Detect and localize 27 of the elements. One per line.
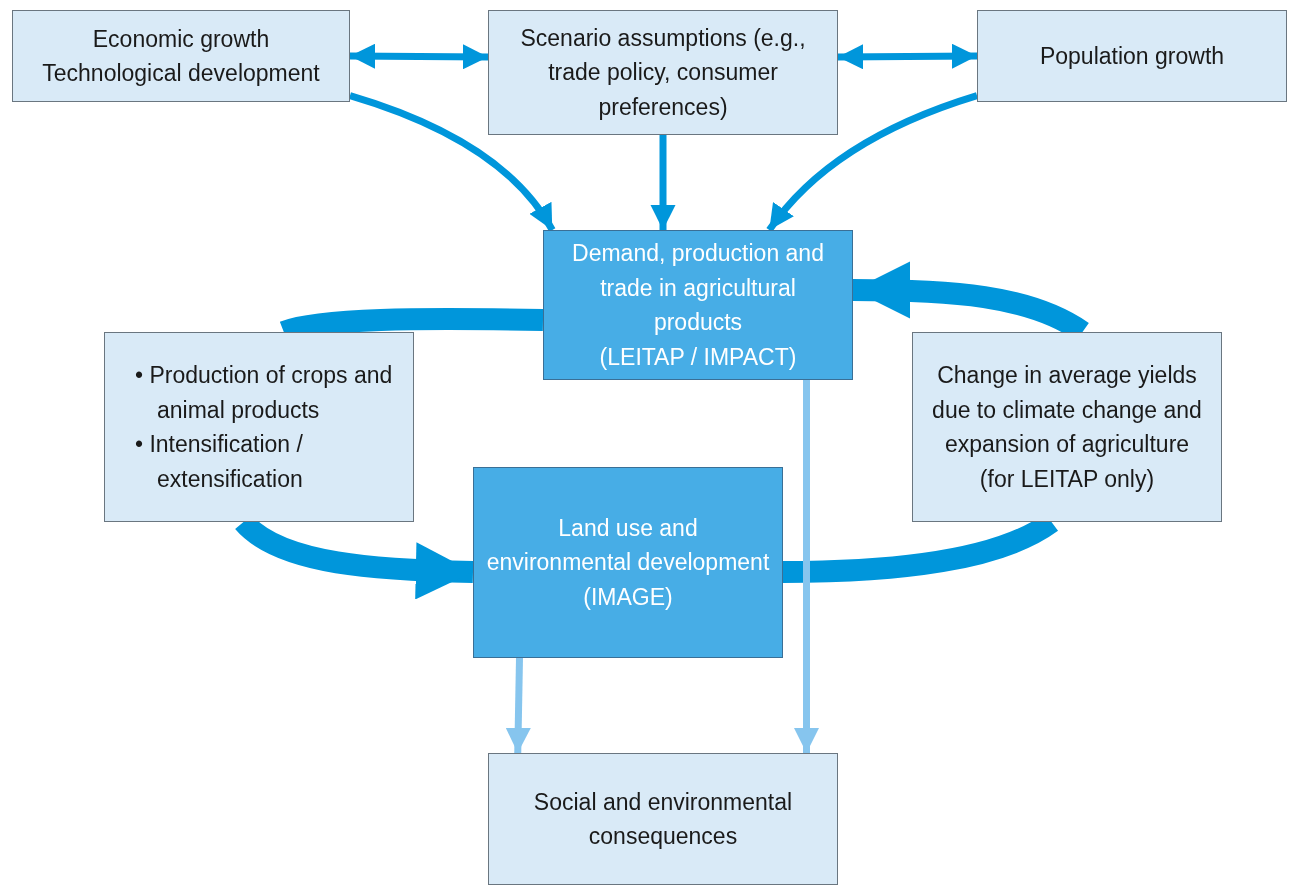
factor-box — [977, 10, 1287, 102]
arrow — [793, 380, 820, 753]
box-text: Land use and environmental development — [485, 513, 771, 578]
arrow — [349, 43, 489, 70]
box-text: Economic growth — [92, 24, 270, 54]
box-text: Social and environmental consequences — [532, 787, 794, 851]
factor-box — [104, 332, 414, 522]
arrow — [837, 43, 978, 70]
box-text: Demand, production and trade in agricultural products — [571, 239, 825, 337]
box-text: (LEITAP / IMPACT) — [599, 342, 797, 372]
arrow — [348, 92, 556, 232]
bullet-item: • Production of crops and animal products — [135, 361, 394, 425]
factor-box — [488, 10, 838, 135]
box-text: Technological development — [42, 59, 320, 88]
model-box — [473, 467, 783, 658]
box-text: Population growth — [1039, 41, 1225, 71]
box-text: Change in average yields due to climate change and expansion of agriculture — [931, 361, 1203, 459]
factor-box — [912, 332, 1222, 522]
model-box — [543, 230, 853, 380]
factor-box — [12, 10, 350, 102]
box-text: (for LEITAP only) — [979, 464, 1155, 494]
bullet-item: • Intensification / extensification — [135, 430, 304, 494]
factor-box — [488, 753, 838, 885]
box-text: Scenario assumptions (e.g., trade policy, consumer preferences) — [519, 23, 807, 122]
box-text: (IMAGE) — [583, 582, 673, 612]
arrow — [650, 135, 676, 230]
arrow — [505, 657, 531, 754]
